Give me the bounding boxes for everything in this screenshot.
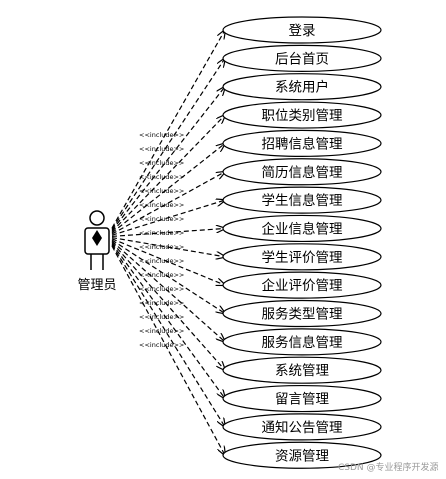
- use-case-label: 简历信息管理: [262, 164, 343, 181]
- include-label: <<include>>: [139, 299, 184, 307]
- include-arrow: [111, 242, 225, 370]
- use-case-label: 登录: [289, 23, 316, 39]
- include-label: <<include>>: [139, 229, 184, 237]
- use-case-label: 系统管理: [275, 363, 329, 379]
- include-arrow: [111, 115, 225, 233]
- include-arrow: [111, 200, 225, 236]
- use-case-label: 资源管理: [275, 448, 329, 464]
- use-case-ellipse: [222, 101, 382, 129]
- include-labels: <<include>> <<include>> <<include>> <<inclu…: [139, 131, 184, 349]
- use-case: 后台首页: [222, 44, 382, 72]
- actor-figure: [84, 210, 110, 270]
- actor-head: [89, 210, 105, 226]
- include-arrow: [111, 87, 225, 231]
- include-label: <<include>>: [139, 271, 184, 279]
- include-label: <<include>>: [139, 243, 184, 251]
- use-case-label: 学生信息管理: [262, 192, 343, 209]
- use-case-label: 企业评价管理: [262, 277, 343, 294]
- use-case: 职位类别管理: [222, 101, 382, 129]
- use-case-ellipse: [222, 271, 382, 299]
- use-case-label: 学生评价管理: [262, 250, 343, 266]
- include-label: <<include>>: [139, 285, 184, 293]
- include-label: <<include>>: [139, 159, 184, 167]
- include-arrow: [111, 30, 225, 229]
- include-arrow: [111, 172, 225, 235]
- include-arrow: [111, 240, 225, 342]
- use-case-label: 招聘信息管理: [262, 135, 343, 152]
- use-case-label: 通知公告管理: [262, 419, 343, 436]
- include-arrow: [111, 244, 225, 427]
- include-label: <<include>>: [139, 257, 184, 265]
- use-case: 服务信息管理: [222, 328, 382, 356]
- use-case-ellipse: [222, 129, 382, 157]
- include-label: <<include>>: [139, 341, 184, 349]
- use-case-ellipse: [222, 158, 382, 186]
- include-arrow: [111, 228, 225, 237]
- use-case-label: 系统用户: [275, 79, 329, 96]
- include-label: <<include>>: [139, 215, 184, 223]
- use-case-ellipse: [222, 356, 382, 384]
- use-case-label: 服务类型管理: [262, 307, 343, 323]
- use-case-ellipse: [222, 384, 382, 413]
- use-case: 通知公告管理: [222, 413, 382, 441]
- use-case-ellipse: [222, 16, 382, 44]
- use-case: 企业评价管理: [222, 271, 382, 299]
- use-case-ellipse: [222, 441, 382, 469]
- use-case-label: 企业信息管理: [262, 220, 343, 237]
- use-case: 资源管理: [222, 441, 382, 469]
- actor-label: 管理员: [77, 278, 116, 293]
- include-label: <<include>>: [139, 131, 184, 139]
- use-case-ellipse: [222, 214, 382, 243]
- use-case-label: 后台首页: [275, 51, 329, 67]
- watermark-text: CSDN @专业程序开发源: [338, 461, 439, 473]
- use-case-list: 登录后台首页系统用户职位类别管理招聘信息管理简历信息管理学生信息管理企业信息管理…: [222, 16, 382, 469]
- include-label: <<include>>: [139, 313, 184, 321]
- use-case-ellipse: [222, 328, 382, 356]
- use-case: 学生信息管理: [222, 186, 382, 214]
- use-case: 留言管理: [222, 384, 382, 413]
- use-case: 企业信息管理: [222, 214, 382, 243]
- include-edges: [111, 30, 225, 455]
- include-arrow: [111, 58, 225, 230]
- use-case-ellipse: [222, 299, 382, 328]
- include-label: <<include>>: [139, 145, 184, 153]
- use-case: 招聘信息管理: [222, 129, 382, 157]
- use-case-ellipse: [222, 243, 382, 271]
- use-case-label: 服务信息管理: [262, 334, 343, 351]
- actor-tie-icon: [92, 230, 102, 246]
- use-case: 简历信息管理: [222, 158, 382, 186]
- include-arrow: [111, 237, 225, 257]
- use-case-ellipse: [222, 44, 382, 72]
- include-arrow: [111, 243, 225, 399]
- use-case-ellipse: [222, 413, 382, 441]
- include-label: <<include>>: [139, 187, 184, 195]
- use-case-label: 职位类别管理: [262, 108, 343, 124]
- include-arrow: [111, 239, 225, 314]
- use-case-ellipse: [222, 186, 382, 214]
- include-label: <<include>>: [139, 201, 184, 209]
- use-case: 服务类型管理: [222, 299, 382, 328]
- use-case: 系统管理: [222, 356, 382, 384]
- use-case-label: 留言管理: [275, 392, 329, 408]
- use-case-ellipse: [222, 73, 382, 101]
- use-case: 学生评价管理: [222, 243, 382, 271]
- include-arrow: [111, 143, 225, 234]
- include-label: <<include>>: [139, 327, 184, 335]
- use-case: 登录: [222, 16, 382, 44]
- include-label: <<include>>: [139, 173, 184, 181]
- use-case: 系统用户: [222, 73, 382, 101]
- include-arrow: [111, 238, 225, 285]
